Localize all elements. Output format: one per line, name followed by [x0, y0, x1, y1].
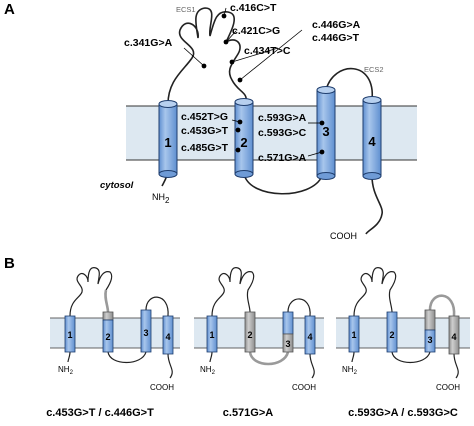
svg-text:4: 4 [165, 332, 170, 342]
helix-2: 2 [386, 311, 398, 353]
svg-text:4: 4 [451, 332, 456, 342]
mutation-site-416 [221, 13, 227, 19]
helix-2-altered: 2 [102, 311, 114, 353]
mutation-label-341: c.341G>A [124, 37, 173, 49]
svg-text:1: 1 [67, 330, 72, 340]
mutation-label-593c: c.593G>C [258, 127, 307, 139]
ecs1-loop [69, 267, 113, 317]
panel-a: A 1 2 3 [4, 1, 417, 241]
n-terminus [209, 351, 213, 363]
svg-text:2: 2 [389, 330, 394, 340]
intracellular-loop [243, 173, 323, 195]
svg-text:1: 1 [351, 330, 356, 340]
altered-ecs1-segment [104, 289, 110, 313]
mutation-label-434: c.434T>C [244, 45, 291, 57]
leader-lines [183, 7, 323, 157]
model-1: 1 2 3 4 NH2 COOH c.453G>T / c.446G>T [46, 267, 180, 419]
ecs1-loop [167, 7, 248, 105]
helix-4: 4 [304, 315, 316, 355]
n-terminus-label: NH2 [200, 365, 216, 376]
helix-1: 1 [64, 315, 76, 353]
model-2: 1 2 3 4 NH2 COOH c.571G>A [194, 267, 324, 419]
helix-4-label: 4 [368, 134, 376, 149]
panel-a-letter: A [4, 1, 15, 18]
mutation-dots [201, 13, 325, 155]
n-terminus [67, 351, 71, 363]
intracellular-loop [391, 351, 431, 364]
c-terminus-label: COOH [292, 383, 316, 392]
helix-3-altered: 3 [282, 311, 294, 353]
c-terminus [309, 353, 315, 379]
ecs2-loop [145, 296, 169, 317]
cytosol-label: cytosol [100, 180, 134, 191]
panel-b: B 1 2 3 [4, 255, 470, 419]
ecs2-label: ECS2 [364, 65, 384, 74]
mutation-label-452: c.452T>G [181, 111, 228, 123]
mutation-label-416: c.416C>T [230, 2, 277, 14]
ecs1-loop [211, 267, 255, 317]
svg-text:4: 4 [307, 332, 312, 342]
helix-2: 2 [234, 98, 254, 178]
mutation-label-421: c.421C>G [232, 25, 280, 37]
helix-1: 1 [158, 100, 178, 178]
helix-1-label: 1 [164, 135, 171, 150]
c-terminus-label: COOH [436, 383, 460, 392]
altered-ecs2-loop [428, 294, 456, 317]
svg-text:3: 3 [427, 335, 432, 345]
helix-3-altered: 3 [424, 309, 436, 353]
model-2-caption: c.571G>A [223, 407, 274, 419]
c-terminus [453, 353, 459, 379]
mutation-label-571: c.571G>A [258, 152, 307, 164]
helix-3: 3 [140, 309, 152, 353]
svg-text:3: 3 [285, 339, 290, 349]
n-terminus-label: NH2 [342, 365, 358, 376]
c-terminus [167, 353, 173, 379]
helix-2-label: 2 [240, 135, 247, 150]
c-terminus-label: COOH [150, 383, 174, 392]
helix-3: 3 [316, 86, 336, 180]
c-terminus [365, 175, 383, 235]
svg-text:2: 2 [105, 332, 110, 342]
c-terminus-label: COOH [330, 231, 357, 241]
altered-intracellular-loop [248, 351, 290, 366]
helix-4: 4 [362, 96, 382, 180]
svg-text:1: 1 [209, 330, 214, 340]
mutation-label-593a: c.593G>A [258, 112, 307, 124]
svg-text:2: 2 [247, 330, 252, 340]
mutation-label-446t: c.446G>T [312, 32, 360, 44]
ecs1-loop [353, 267, 397, 317]
model-3-caption: c.593G>A / c.593G>C [348, 407, 458, 419]
mutation-label-485: c.485G>T [181, 142, 229, 154]
intracellular-loop [107, 351, 147, 364]
mutation-site-453 [235, 127, 241, 133]
helix-1: 1 [348, 315, 360, 353]
n-terminus [351, 351, 355, 363]
n-terminus-label: NH2 [152, 192, 170, 205]
panel-b-letter: B [4, 255, 15, 272]
helix-2-altered: 2 [244, 311, 256, 353]
helix-4-altered: 4 [448, 315, 460, 355]
svg-text:3: 3 [143, 328, 148, 338]
helix-3-label: 3 [322, 124, 329, 139]
ecs2-loop [325, 67, 373, 101]
model-1-caption: c.453G>T / c.446G>T [46, 407, 154, 419]
mutation-site-485 [235, 147, 241, 153]
helix-1: 1 [206, 315, 218, 353]
ecs2-loop [287, 298, 311, 317]
model-3: 1 2 3 4 NH2 COOH c.593G>A / c.593G>C [336, 267, 470, 419]
ecs1-label: ECS1 [176, 5, 196, 14]
n-terminus-label: NH2 [58, 365, 74, 376]
mutation-label-446a: c.446G>A [312, 19, 361, 31]
mutation-label-453: c.453G>T [181, 125, 229, 137]
helix-4: 4 [162, 315, 174, 355]
